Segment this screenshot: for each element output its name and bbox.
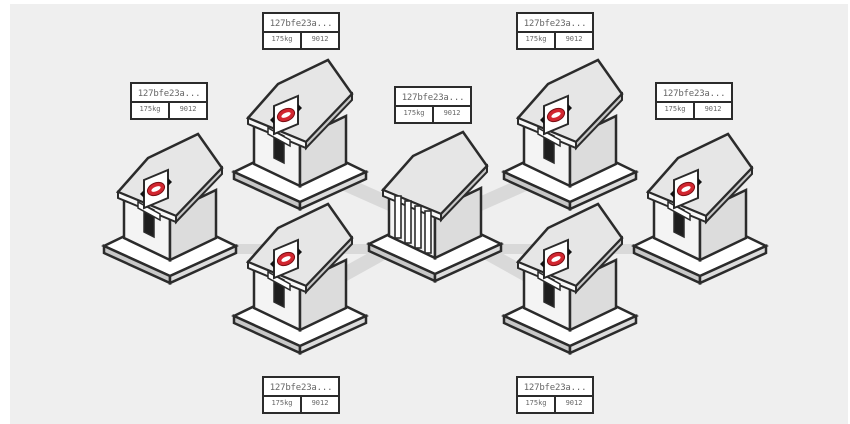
bank-node-top-left xyxy=(234,60,366,209)
central-bank-icon xyxy=(369,132,501,281)
bank-node-bottom-right xyxy=(504,204,636,353)
node-count: 9012 xyxy=(300,33,338,48)
bank-node-right xyxy=(634,134,766,283)
node-size: 175kg xyxy=(264,397,300,412)
bank-branch-icon xyxy=(234,60,366,209)
node-count: 9012 xyxy=(693,103,731,118)
bank-node-top-right xyxy=(504,60,636,209)
bank-branch-icon xyxy=(104,134,236,283)
node-count: 9012 xyxy=(554,397,592,412)
bank-branch-icon xyxy=(234,204,366,353)
bank-node-bottom-left xyxy=(234,204,366,353)
node-size: 175kg xyxy=(396,107,432,122)
node-size: 175kg xyxy=(132,103,168,118)
node-count: 9012 xyxy=(168,103,206,118)
node-size: 175kg xyxy=(518,33,554,48)
bank-branch-icon xyxy=(634,134,766,283)
node-count: 9012 xyxy=(554,33,592,48)
node-size: 175kg xyxy=(657,103,693,118)
central-bank-node xyxy=(369,132,501,281)
node-count: 9012 xyxy=(432,107,470,122)
diagram-canvas xyxy=(10,4,848,424)
bank-node-left xyxy=(104,134,236,283)
bank-branch-icon xyxy=(504,204,636,353)
node-count: 9012 xyxy=(300,397,338,412)
bank-branch-icon xyxy=(504,60,636,209)
node-size: 175kg xyxy=(518,397,554,412)
node-size: 175kg xyxy=(264,33,300,48)
